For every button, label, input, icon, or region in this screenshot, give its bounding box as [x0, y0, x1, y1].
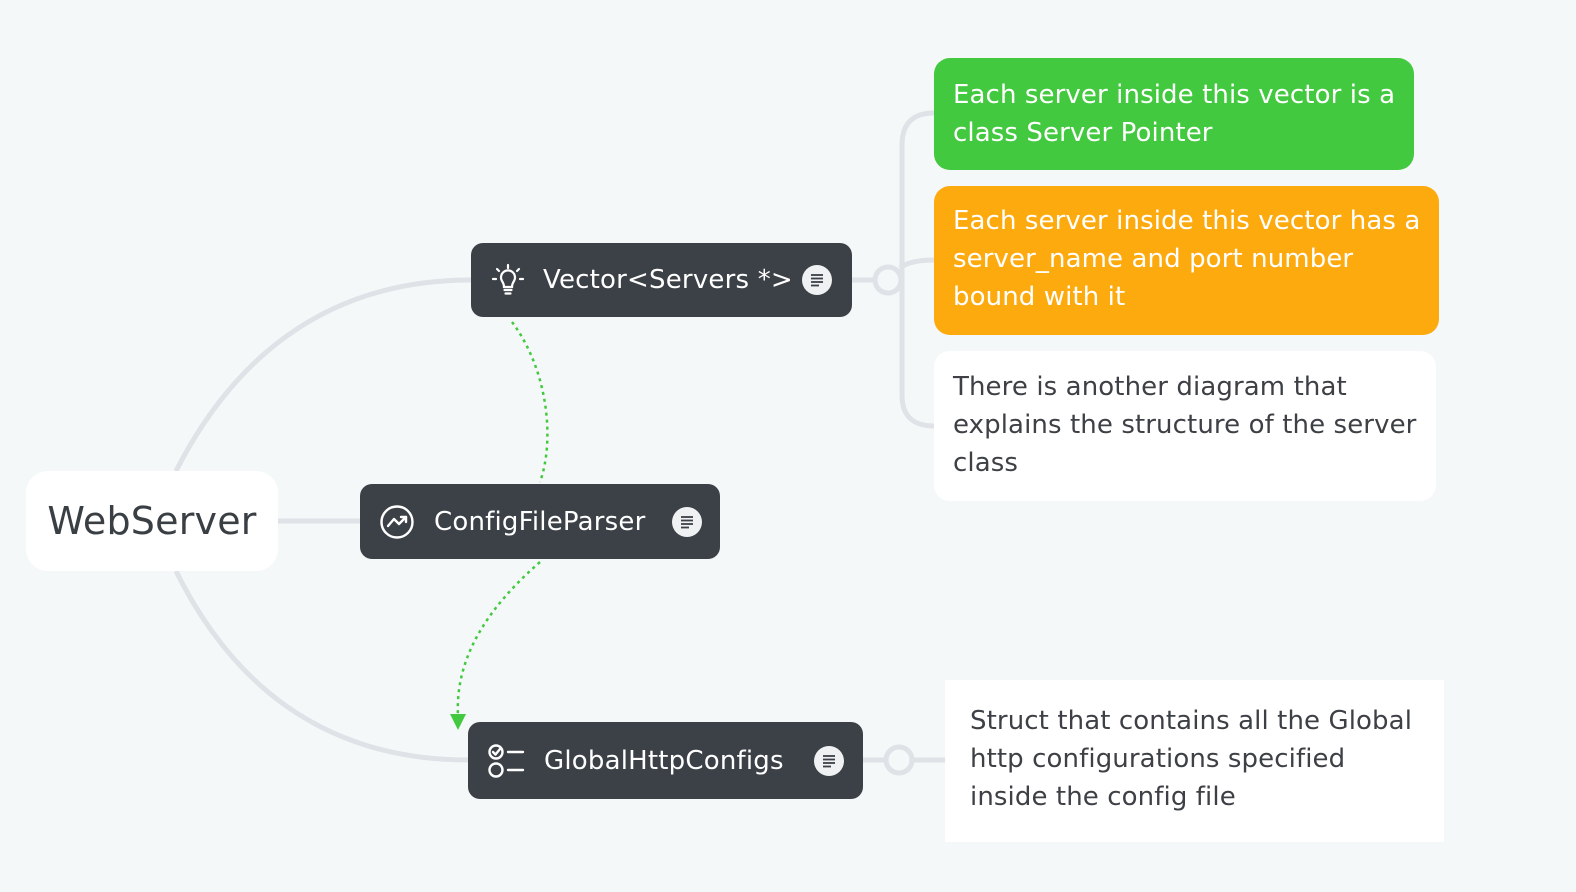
- note-icon[interactable]: [814, 745, 844, 776]
- subtopic-line: bound with it: [953, 282, 1126, 312]
- subtopic-line: server_name and port number: [953, 244, 1354, 274]
- topic-globalhttpconfigs[interactable]: GlobalHttpConfigs: [468, 722, 863, 799]
- relationship-arrowhead: [450, 714, 466, 730]
- relationship-vector-config: [510, 321, 549, 483]
- topic-label: ConfigFileParser: [434, 506, 646, 537]
- topic-configfileparser[interactable]: ConfigFileParser: [360, 484, 720, 559]
- subtopic-line: explains the structure of the server: [953, 410, 1417, 440]
- branch-root-global: [173, 569, 469, 763]
- branch-vector-white: [899, 280, 935, 429]
- subtopic-line: inside the config file: [970, 782, 1236, 812]
- subtopic-line: class Server Pointer: [953, 118, 1213, 148]
- root-topic-webserver[interactable]: WebServer: [26, 471, 278, 571]
- lightbulb-icon: [488, 260, 528, 300]
- subtopic-another-diagram[interactable]: There is another diagram that explains t…: [934, 351, 1436, 501]
- branch-vector-green: [899, 110, 935, 280]
- collapse-node-vector[interactable]: [872, 264, 904, 296]
- root-topic-label: WebServer: [47, 499, 257, 543]
- subtopic-line: http configurations specified: [970, 744, 1346, 774]
- subtopic-line: Each server inside this vector has a: [953, 206, 1421, 236]
- collapse-node-global[interactable]: [883, 744, 915, 776]
- checklist-icon: [486, 741, 526, 781]
- subtopic-struct-global[interactable]: Struct that contains all the Global http…: [945, 680, 1444, 842]
- note-icon[interactable]: [802, 265, 832, 295]
- note-icon[interactable]: [672, 506, 702, 537]
- subtopic-line: There is another diagram that: [953, 372, 1347, 402]
- topic-vector-servers[interactable]: Vector<Servers *>: [471, 243, 852, 317]
- subtopic-server-pointer[interactable]: Each server inside this vector is a clas…: [934, 58, 1414, 170]
- branch-root-vector: [173, 277, 472, 473]
- topic-label: Vector<Servers *>: [543, 265, 793, 295]
- subtopic-line: Each server inside this vector is a: [953, 80, 1396, 110]
- subtopic-server-name-port[interactable]: Each server inside this vector has a ser…: [934, 186, 1439, 335]
- branch-vector-orange: [898, 257, 935, 271]
- relationship-config-global: [456, 561, 541, 717]
- trend-chart-icon: [377, 502, 417, 542]
- subtopic-line: class: [953, 448, 1019, 478]
- topic-label: GlobalHttpConfigs: [544, 745, 784, 776]
- subtopic-line: Struct that contains all the Global: [970, 706, 1413, 736]
